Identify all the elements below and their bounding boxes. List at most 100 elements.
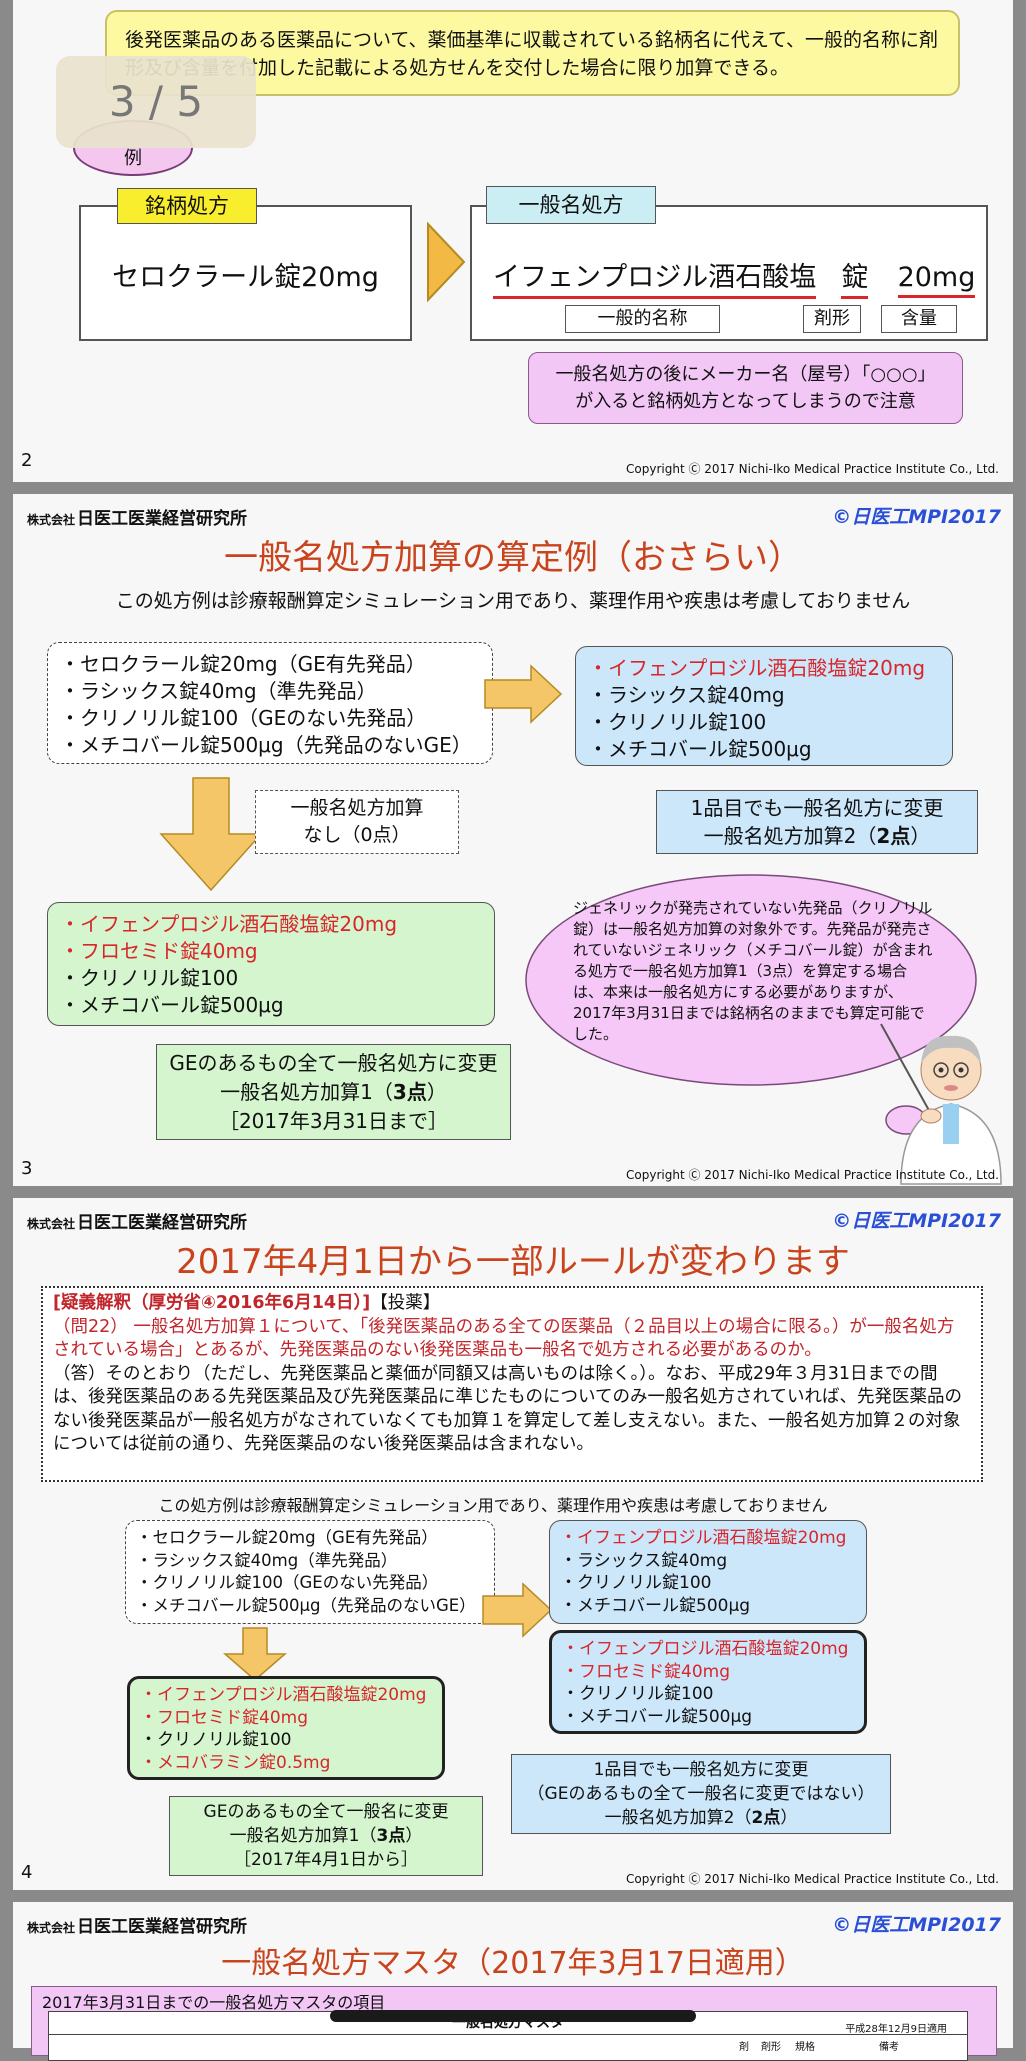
list-item: ・メチコバール錠500μg: [588, 737, 812, 761]
green-prescription: ・イフェンプロジル酒石酸塩錠20mg ・フロセミド錠40mg ・クリノリル錠10…: [47, 902, 495, 1026]
master-label: 2017年3月31日までの一般名処方マスタの項目: [42, 1993, 386, 2012]
generic-label: 一般名処方: [486, 186, 656, 224]
slide-title: 一般名処方加算の算定例（おさらい）: [224, 538, 802, 578]
list-item: ・ラシックス錠40mg: [560, 1550, 728, 1571]
blue-prescription: ・イフェンプロジル酒石酸塩錠20mg ・ラシックス錠40mg ・クリノリル錠10…: [575, 646, 953, 766]
list-item: ・フロセミド錠40mg: [562, 1661, 730, 1682]
bonus2-line-3: 一般名処方加算2（2点）: [604, 1808, 798, 1828]
generic-form: 錠: [841, 255, 869, 299]
col-header: 剤: [739, 2042, 749, 2053]
warning-box: 一般名処方の後にメーカー名（屋号）「○○○」 が入ると銘柄処方となってしまうので…: [528, 352, 963, 424]
disclaimer: この処方例は診療報酬算定シミュレーション用であり、薬理作用や疾患は考慮しておりま…: [115, 590, 911, 612]
list-item: ・イフェンプロジル酒石酸塩錠20mg: [60, 912, 398, 936]
brand-label-text: 銘柄処方: [145, 194, 229, 218]
bonus1-line-1: GEのあるもの全て一般名に変更: [203, 1802, 449, 1822]
generic-name: イフェンプロジル酒石酸塩: [493, 255, 817, 299]
slide-2: 後発医薬品のある医薬品について、薬価基準に収載されている銘柄名に代えて、一般的名…: [13, 0, 1013, 482]
col-header: 備考: [879, 2042, 899, 2053]
blue-prescription-2: ・イフェンプロジル酒石酸塩錠20mg ・フロセミド錠40mg ・クリノリル錠10…: [549, 1630, 867, 1734]
page-number: 2: [21, 450, 33, 471]
page-number: 3: [21, 1158, 33, 1179]
list-item: ・クリノリル錠100: [560, 1573, 712, 1593]
bonus2-line-2: （GEのあるもの全て一般名に変更ではない）: [527, 1784, 875, 1804]
tag-name: 一般的名称: [565, 305, 720, 333]
list-item: ・クリノリル錠100（GEのない先発品）: [60, 706, 427, 730]
arrow-down-icon: [223, 1627, 287, 1681]
arrow-right-icon: [482, 1582, 553, 1638]
bonus2-line-1: 1品目でも一般名処方に変更: [593, 1760, 809, 1780]
brand-drug: セロクラール錠20mg: [112, 262, 379, 293]
list-item: ・メチコバール錠500μg: [60, 993, 284, 1017]
list-item: ・フロセミド錠40mg: [60, 939, 258, 963]
no-bonus-note: 一般名処方加算 なし（0点）: [255, 790, 459, 854]
brand-label: 銘柄処方: [117, 188, 257, 224]
list-item: ・セロクラール錠20mg（GE有先発品）: [60, 652, 426, 676]
no-bonus-line-2: なし（0点）: [303, 824, 411, 846]
company-name: 株式会社日医工医業経営研究所: [27, 509, 248, 529]
list-item: ・ラシックス錠40mg（準先発品）: [136, 1550, 398, 1570]
bonus2-line-1: 1品目でも一般名処方に変更: [690, 796, 944, 820]
original-prescription: ・セロクラール錠20mg（GE有先発品） ・ラシックス錠40mg（準先発品） ・…: [125, 1520, 495, 1624]
list-item: ・メチコバール錠500μg（先発品のないGE）: [60, 733, 472, 757]
company-logo: ©日医工MPI2017: [832, 1914, 1001, 1936]
brand-box: [79, 205, 412, 341]
list-item: ・イフェンプロジル酒石酸塩錠20mg: [560, 1528, 847, 1548]
bonus1-note: GEのあるもの全て一般名に変更 一般名処方加算1（3点） ［2017年4月1日か…: [169, 1796, 483, 1876]
list-item: ・イフェンプロジル酒石酸塩錠20mg: [562, 1639, 849, 1659]
note-text: 後発医薬品のある医薬品について、薬価基準に収載されている銘柄名に代えて、一般的名…: [125, 29, 939, 79]
blue-prescription-1: ・イフェンプロジル酒石酸塩錠20mg ・ラシックス錠40mg ・クリノリル錠10…: [549, 1520, 867, 1624]
qa-question: （問22） 一般名処方加算１について、「後発医薬品のある全ての医薬品（２品目以上…: [53, 1316, 955, 1361]
cloud-text: ジェネリックが発売されていない先発品（クリノリル錠）は一般名処方加算の対象外です…: [573, 899, 933, 1043]
copyright: Copyright Ⓒ 2017 Nichi-Iko Medical Pract…: [626, 1872, 999, 1886]
list-item: ・メチコバール錠500μg: [562, 1706, 753, 1727]
list-item: ・フロセミド錠40mg: [140, 1707, 308, 1728]
generic-strength: 20mg: [897, 262, 976, 298]
list-item: ・ラシックス錠40mg（準先発品）: [60, 679, 377, 703]
list-item: ・ラシックス錠40mg: [588, 683, 785, 707]
bonus1-line-2: 一般名処方加算1（3点）: [229, 1826, 423, 1846]
bonus1-line-3: ［2017年4月1日から］: [234, 1850, 418, 1870]
bonus2-note: 1品目でも一般名処方に変更 （GEのあるもの全て一般名に変更ではない） 一般名処…: [511, 1754, 891, 1834]
disclaimer: この処方例は診療報酬算定シミュレーション用であり、薬理作用や疾患は考慮しておりま…: [158, 1496, 828, 1515]
tag-form: 剤形: [803, 305, 861, 333]
company-name: 株式会社日医工医業経営研究所: [27, 1213, 248, 1233]
generic-label-text: 一般名処方: [518, 193, 624, 217]
copyright: Copyright Ⓒ 2017 Nichi-Iko Medical Pract…: [626, 462, 999, 476]
list-item: ・クリノリル錠100: [562, 1684, 714, 1704]
list-item: ・クリノリル錠100（GEのない先発品）: [136, 1573, 439, 1592]
generic-drug-line: イフェンプロジル酒石酸塩 錠 20mg: [493, 255, 976, 299]
bonus2-line-2: 一般名処方加算2（2点）: [703, 824, 931, 848]
company-name: 株式会社日医工医業経営研究所: [27, 1917, 248, 1937]
list-item: ・メチコバール錠500μg（先発品のないGE）: [136, 1595, 476, 1615]
warning-line-2: が入ると銘柄処方となってしまうので注意: [575, 391, 916, 412]
slide-4: 株式会社日医工医業経営研究所 ©日医工MPI2017 2017年4月1日から一部…: [13, 1198, 1013, 1890]
company-logo: ©日医工MPI2017: [832, 506, 1001, 528]
qa-heading: [疑義解釈（厚労省④2016年6月14日）]【投薬】: [53, 1293, 441, 1313]
original-prescription: ・セロクラール錠20mg（GE有先発品） ・ラシックス錠40mg（準先発品） ・…: [47, 642, 493, 764]
arrow-right-icon: [427, 222, 466, 302]
slide-3: 株式会社日医工医業経営研究所 ©日医工MPI2017 一般名処方加算の算定例（お…: [13, 494, 1013, 1186]
warning-line-1: 一般名処方の後にメーカー名（屋号）「○○○」: [555, 364, 936, 385]
no-bonus-line-1: 一般名処方加算: [290, 797, 424, 819]
bonus1-line-2: 一般名処方加算1（3点）: [220, 1080, 447, 1104]
bonus1-line-1: GEのあるもの全て一般名処方に変更: [169, 1051, 498, 1075]
list-item: ・イフェンプロジル酒石酸塩錠20mg: [588, 656, 926, 680]
page-indicator-text: 3 / 5: [108, 77, 204, 126]
list-item: ・セロクラール錠20mg（GE有先発品）: [136, 1528, 438, 1547]
slide-5: 株式会社日医工医業経営研究所 ©日医工MPI2017 一般名処方マスタ（2017…: [13, 1902, 1013, 2061]
col-header: 剤形: [761, 2042, 781, 2053]
slide-title: 2017年4月1日から一部ルールが変わります: [176, 1242, 850, 1282]
arrow-right-icon: [484, 664, 563, 724]
slide-title: 一般名処方マスタ（2017年3月17日適用）: [221, 1946, 805, 1981]
list-item: ・クリノリル錠100: [140, 1730, 292, 1750]
arrow-down-icon: [159, 777, 263, 892]
bonus2-note: 1品目でも一般名処方に変更 一般名処方加算2（2点）: [656, 790, 978, 854]
list-item: ・クリノリル錠100: [588, 710, 767, 734]
master-table-date: 平成28年12月9日適用: [845, 2024, 947, 2035]
list-item: ・クリノリル錠100: [60, 966, 239, 990]
home-indicator[interactable]: [330, 2010, 696, 2022]
tag-strength: 含量: [881, 305, 957, 333]
list-item: ・メチコバール錠500μg: [560, 1595, 751, 1616]
bonus1-line-3: ［2017年3月31日まで］: [218, 1109, 449, 1133]
example-oval-label: 例: [124, 148, 142, 169]
